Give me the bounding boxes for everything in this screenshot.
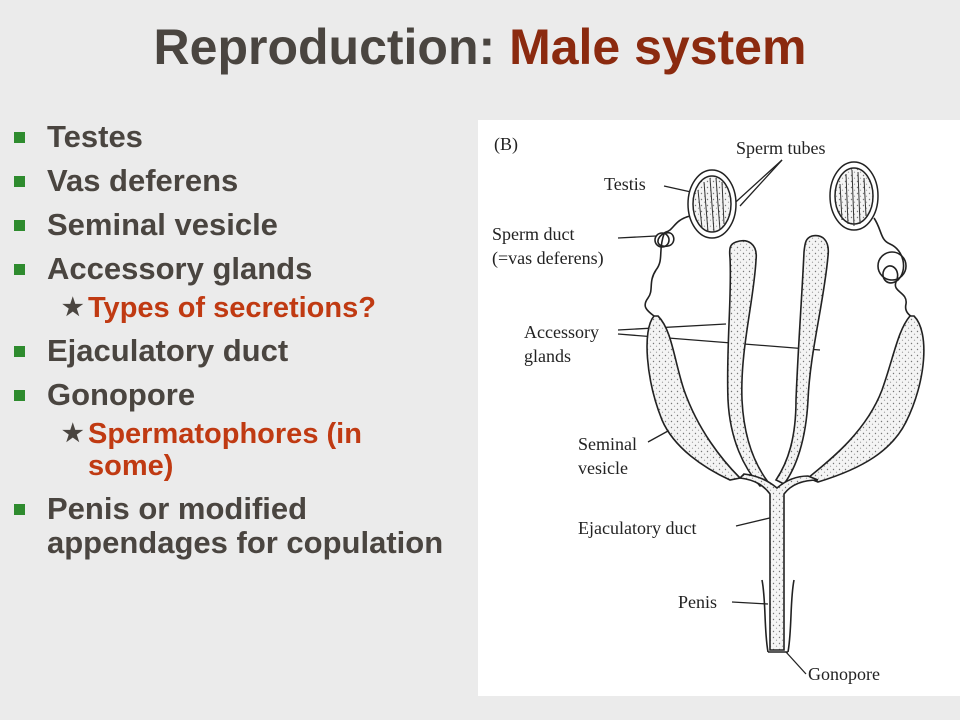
star-bullet-icon: ★ bbox=[62, 420, 84, 447]
sub-bullet-spermatophores: ★ Spermatophores (in some) bbox=[14, 418, 454, 482]
sperm-duct-right bbox=[873, 217, 915, 319]
bullet-item-penis: Penis or modified appendages for copulat… bbox=[14, 492, 454, 560]
panel-label-b: (B) bbox=[494, 134, 518, 155]
label-testis: Testis bbox=[604, 174, 646, 194]
sub-bullet-label: Spermatophores (in some) bbox=[88, 418, 362, 482]
sub-bullet-secretions: ★ Types of secretions? bbox=[14, 292, 454, 324]
slide-title: Reproduction: Male system bbox=[0, 18, 960, 76]
bullet-item-vas-deferens: Vas deferens bbox=[14, 164, 454, 198]
label-vesicle: vesicle bbox=[578, 458, 628, 478]
penis bbox=[761, 579, 795, 653]
ejaculatory-duct bbox=[738, 473, 819, 651]
label-penis: Penis bbox=[678, 592, 717, 612]
bullet-label: Penis or modified appendages for copulat… bbox=[47, 491, 444, 560]
bullet-item-testes: Testes bbox=[14, 120, 454, 154]
slide-title-accent: Male system bbox=[509, 19, 807, 75]
anatomy-figure-panel: (B) Sperm tubes Testis Sperm duct (=vas … bbox=[478, 120, 960, 696]
square-bullet-icon bbox=[14, 176, 25, 187]
label-accessory: Accessory bbox=[524, 322, 599, 342]
bullet-label: Accessory glands bbox=[47, 251, 313, 286]
square-bullet-icon bbox=[14, 346, 25, 357]
bullet-label: Vas deferens bbox=[47, 163, 239, 198]
label-sperm-tubes: Sperm tubes bbox=[736, 138, 826, 158]
bullet-label: Gonopore bbox=[47, 377, 196, 412]
square-bullet-icon bbox=[14, 264, 25, 275]
seminal-vesicle-right bbox=[806, 315, 925, 483]
male-reproductive-diagram: (B) Sperm tubes Testis Sperm duct (=vas … bbox=[492, 134, 925, 684]
square-bullet-icon bbox=[14, 220, 25, 231]
star-bullet-icon: ★ bbox=[62, 294, 84, 321]
testis-left bbox=[687, 169, 737, 239]
label-sperm-duct: Sperm duct bbox=[492, 224, 575, 244]
square-bullet-icon bbox=[14, 132, 25, 143]
bullet-item-gonopore: Gonopore bbox=[14, 378, 454, 412]
bullet-item-accessory-glands: Accessory glands bbox=[14, 252, 454, 286]
label-seminal: Seminal bbox=[578, 434, 637, 454]
label-glands: glands bbox=[524, 346, 571, 366]
sperm-duct-left bbox=[644, 215, 691, 317]
bullet-item-ejaculatory-duct: Ejaculatory duct bbox=[14, 334, 454, 368]
label-ejaculatory-duct: Ejaculatory duct bbox=[578, 518, 696, 538]
bullet-label: Ejaculatory duct bbox=[47, 333, 289, 368]
testis-right bbox=[829, 161, 879, 231]
label-vas-deferens: (=vas deferens) bbox=[492, 248, 604, 269]
label-gonopore: Gonopore bbox=[808, 664, 880, 684]
bullet-label: Seminal vesicle bbox=[47, 207, 278, 242]
accessory-gland-left bbox=[726, 240, 770, 487]
square-bullet-icon bbox=[14, 390, 25, 401]
sub-bullet-label: Types of secretions? bbox=[88, 292, 376, 324]
slide-title-main: Reproduction: bbox=[153, 19, 510, 75]
square-bullet-icon bbox=[14, 504, 25, 515]
accessory-gland-right bbox=[774, 234, 830, 486]
bullet-item-seminal-vesicle: Seminal vesicle bbox=[14, 208, 454, 242]
bullet-label: Testes bbox=[47, 119, 143, 154]
bullet-list: Testes Vas deferens Seminal vesicle Acce… bbox=[14, 120, 454, 570]
